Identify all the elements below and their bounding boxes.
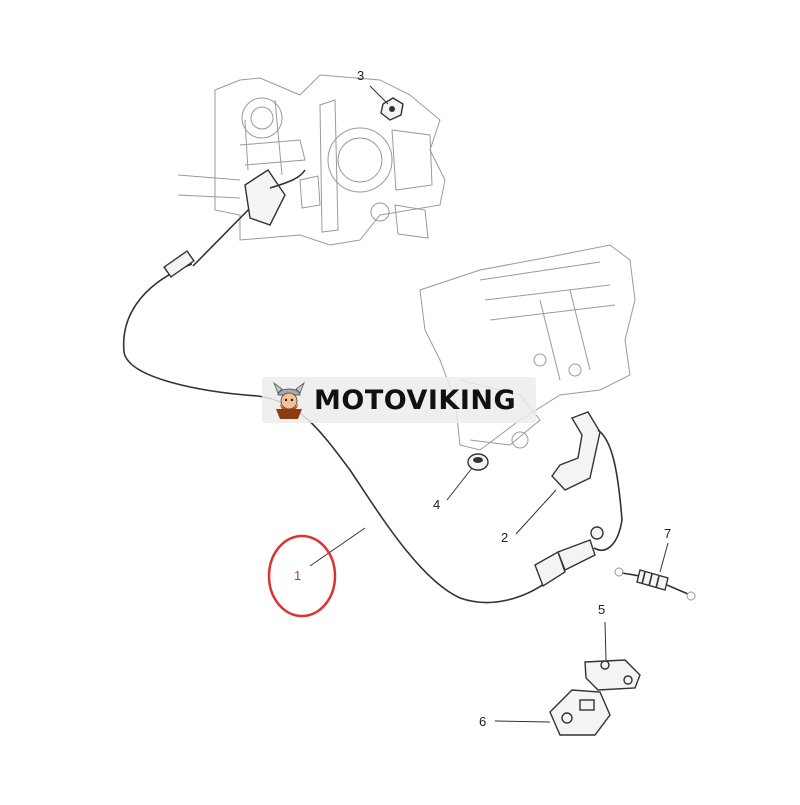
brand-watermark: MOTOVIKING	[262, 377, 536, 423]
engine-block-sketch	[177, 74, 446, 246]
callout-6: 6	[479, 714, 486, 729]
leader-lines	[309, 85, 669, 723]
spring-part-7	[614, 567, 696, 601]
bracket-part	[551, 411, 623, 551]
callout-1: 1	[294, 568, 301, 583]
nut-part-3	[380, 97, 404, 121]
grommet-part-4	[467, 453, 489, 471]
callout-4: 4	[433, 497, 440, 512]
callout-7: 7	[664, 526, 671, 541]
brand-name: MOTOVIKING	[314, 384, 517, 416]
cable-assembly	[122, 169, 604, 604]
callout-5: 5	[598, 602, 605, 617]
clamp-part-5	[584, 659, 641, 691]
viking-logo-icon	[273, 381, 305, 419]
callout-2: 2	[501, 530, 508, 545]
callout-3: 3	[357, 68, 364, 83]
mount-part-6	[549, 689, 611, 736]
highlight-circle	[267, 534, 337, 618]
